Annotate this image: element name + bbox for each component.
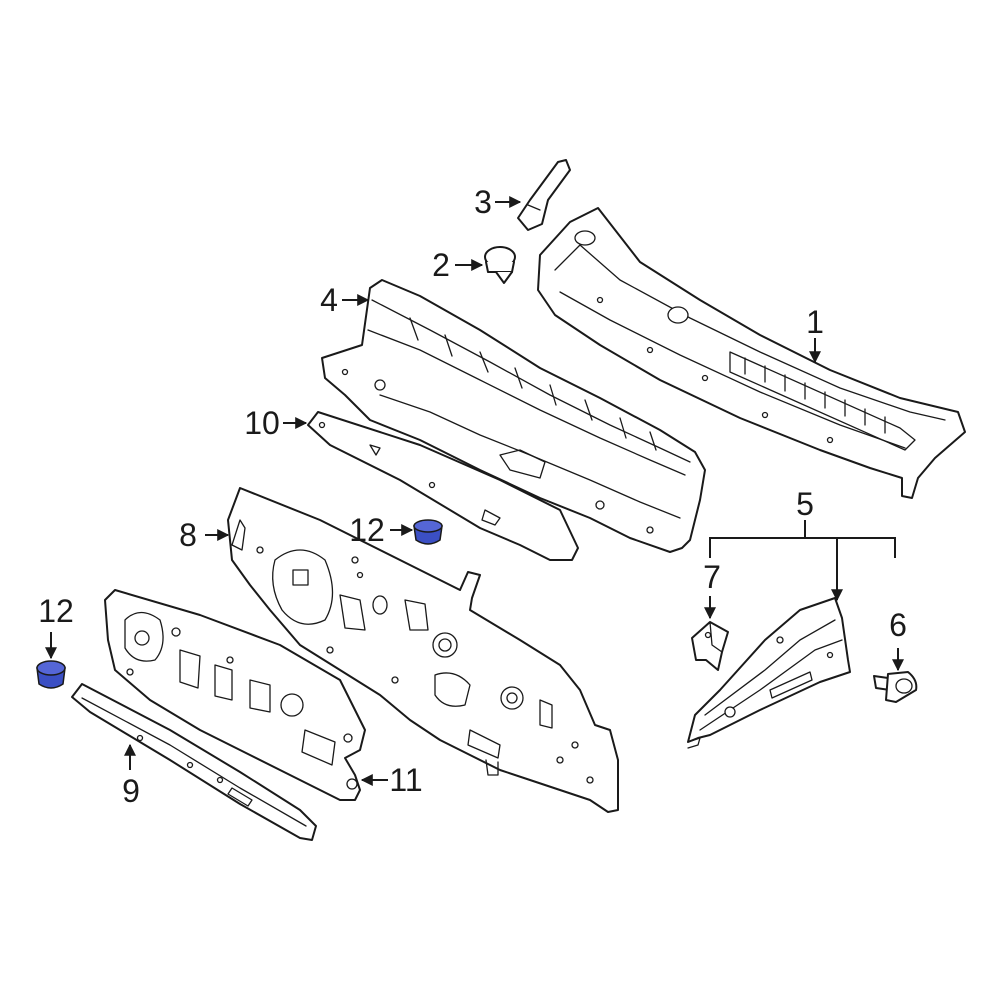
callout-2: 2 xyxy=(432,247,450,283)
part-9-reinforcement[interactable] xyxy=(71,683,317,841)
part-8-dash-panel[interactable] xyxy=(227,487,619,813)
callout-10: 10 xyxy=(244,405,280,441)
grommet-left-cap xyxy=(36,660,66,676)
callout-12-top: 12 xyxy=(349,512,385,548)
part-2-clip[interactable] xyxy=(484,246,516,284)
callout-8: 8 xyxy=(179,517,197,553)
callout-6: 6 xyxy=(889,607,907,643)
part-11-dash-insulator[interactable] xyxy=(104,589,366,801)
callout-3: 3 xyxy=(474,184,492,220)
callout-9: 9 xyxy=(122,773,140,809)
grommet-top-cap xyxy=(413,519,443,533)
leader-5-bracket xyxy=(709,537,896,558)
part-6-bolt[interactable] xyxy=(873,671,918,703)
part-12-grommet-left[interactable] xyxy=(36,660,66,689)
part-5-side-reinforcement[interactable] xyxy=(687,597,851,749)
callout-11: 11 xyxy=(389,762,422,798)
part-3-bracket[interactable] xyxy=(517,159,571,231)
callout-7: 7 xyxy=(703,559,721,595)
callout-5: 5 xyxy=(796,486,814,522)
part-4-upper-cowl[interactable] xyxy=(321,279,706,553)
callout-1: 1 xyxy=(806,304,824,340)
part-10-insulator[interactable] xyxy=(307,411,579,561)
part-7-bracket[interactable] xyxy=(691,621,729,671)
part-12-grommet-top[interactable] xyxy=(413,519,443,545)
callout-4: 4 xyxy=(320,282,338,318)
part-1-cowl-panel[interactable] xyxy=(537,207,966,499)
callout-12-left: 12 xyxy=(38,593,74,629)
